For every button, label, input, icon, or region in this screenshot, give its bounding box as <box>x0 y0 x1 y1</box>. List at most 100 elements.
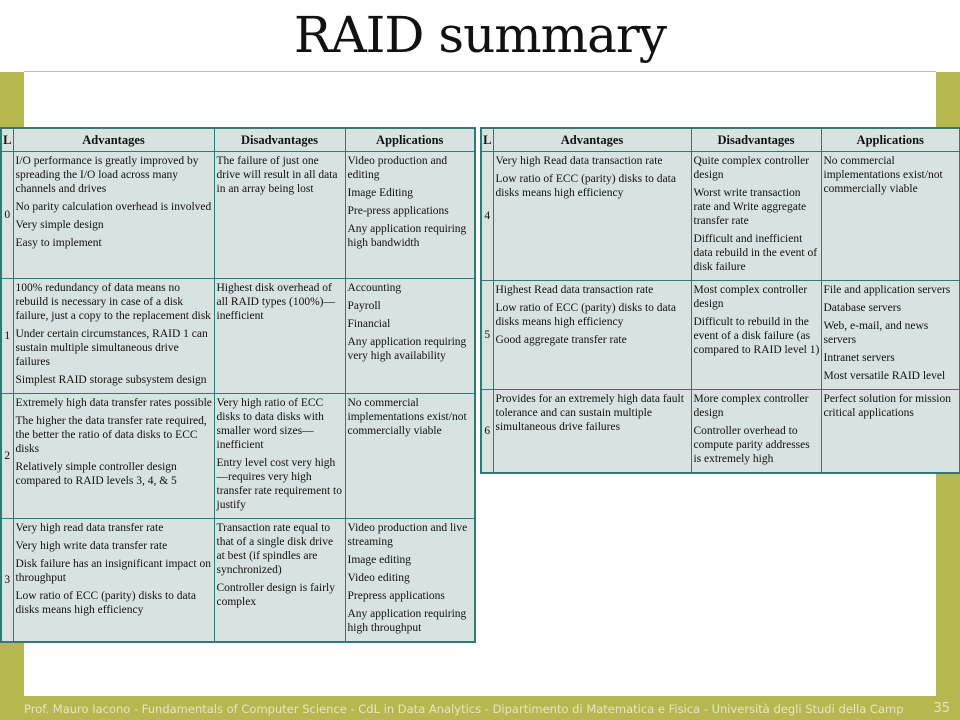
advantage-item: Under certain circumstances, RAID 1 can … <box>15 328 208 368</box>
disadvantage-item: More complex controller design <box>693 393 809 419</box>
disadvantage-item: Difficult and inefficient data rebuild i… <box>693 233 818 273</box>
advantage-item: Simplest RAID storage subsystem design <box>15 374 207 386</box>
disadvantage-item: Worst write transaction rate and Write a… <box>693 187 807 227</box>
level-cell: 2 <box>0 393 14 519</box>
applications-cell: Perfect solution for mission critical ap… <box>820 389 960 474</box>
advantage-item: Low ratio of ECC (parity) disks to data … <box>495 173 676 199</box>
advantages-cell: Extremely high data transfer rates possi… <box>12 393 215 519</box>
advantage-item: Disk failure has an insignificant impact… <box>15 558 211 584</box>
disadvantage-item: Very high ratio of ECC disks to data dis… <box>216 397 324 451</box>
advantages-cell: Provides for an extremely high data faul… <box>492 389 692 474</box>
advantage-item: Low ratio of ECC (parity) disks to data … <box>495 302 676 328</box>
disadvantages-cell: Very high ratio of ECC disks to data dis… <box>213 393 346 519</box>
header-disadvantages: Disadvantages <box>690 127 822 152</box>
application-item: Prepress applications <box>347 590 445 602</box>
disadvantages-cell: Transaction rate equal to that of a sing… <box>213 518 346 643</box>
advantage-item: The higher the data transfer rate requir… <box>15 415 207 455</box>
disadvantage-item: Transaction rate equal to that of a sing… <box>216 522 334 576</box>
disadvantage-item: Quite complex controller design <box>693 155 810 181</box>
level-cell: 4 <box>480 151 494 281</box>
header-disadvantages: Disadvantages <box>213 127 346 152</box>
advantages-cell: 100% redundancy of data means no rebuild… <box>12 278 215 394</box>
application-item: Financial <box>347 318 391 330</box>
advantage-item: Relatively simple controller design comp… <box>15 461 177 487</box>
disadvantage-item: Most complex controller design <box>693 284 808 310</box>
table-header-row: L Advantages Disadvantages Applications <box>480 127 960 152</box>
application-item: Image editing <box>347 554 412 566</box>
application-item: File and application servers <box>823 284 951 296</box>
advantage-item: Very high read data transfer rate <box>15 522 164 534</box>
disadvantages-cell: Highest disk overhead of all RAID types … <box>213 278 346 394</box>
application-item: Any application requiring very high avai… <box>347 336 467 362</box>
advantage-item: Very high write data transfer rate <box>15 540 168 552</box>
level-cell: 6 <box>480 389 494 474</box>
application-item: No commercial implementations exist/not … <box>347 397 467 437</box>
level-cell: 1 <box>0 278 14 394</box>
header-level: L <box>0 127 14 152</box>
raid-table-levels-0-3: L Advantages Disadvantages Applications … <box>0 127 476 643</box>
advantage-item: Low ratio of ECC (parity) disks to data … <box>15 590 196 616</box>
application-item: Intranet servers <box>823 352 895 364</box>
application-item: Video production and live streaming <box>347 522 468 548</box>
slide-title: RAID summary <box>293 6 667 64</box>
disadvantage-item: Controller overhead to compute parity ad… <box>693 425 810 465</box>
footer-band <box>0 696 960 720</box>
slide-footer: Prof. Mauro Iacono - Fundamentals of Com… <box>24 702 904 716</box>
advantage-item: Highest Read data transaction rate <box>495 284 654 296</box>
header-advantages: Advantages <box>12 127 215 152</box>
disadvantage-item: Entry level cost very high—requires very… <box>216 457 342 511</box>
application-item: Perfect solution for mission critical ap… <box>823 393 951 419</box>
application-item: Any application requiring high throughpu… <box>347 608 467 634</box>
application-item: Accounting <box>347 282 402 294</box>
application-item: Database servers <box>823 302 902 314</box>
advantage-item: Easy to implement <box>15 237 102 249</box>
applications-cell: No commercial implementations exist/not … <box>344 393 476 519</box>
table-header-row: L Advantages Disadvantages Applications <box>0 127 476 152</box>
header-advantages: Advantages <box>492 127 692 152</box>
application-item: Pre-press applications <box>347 205 449 217</box>
advantage-item: Very high Read data transaction rate <box>495 155 663 167</box>
header-level: L <box>480 127 494 152</box>
application-item: Video production and editing <box>347 155 448 181</box>
application-item: No commercial implementations exist/not … <box>823 155 943 195</box>
application-item: Any application requiring high bandwidth <box>347 223 467 249</box>
header-applications: Applications <box>344 127 476 152</box>
advantage-item: I/O performance is greatly improved by s… <box>15 155 199 195</box>
level-cell: 3 <box>0 518 14 643</box>
advantages-cell: I/O performance is greatly improved by s… <box>12 151 215 279</box>
header-applications: Applications <box>820 127 960 152</box>
disadvantages-cell: The failure of just one drive will resul… <box>213 151 346 279</box>
advantage-item: No parity calculation overhead is involv… <box>15 201 212 213</box>
advantage-item: Provides for an extremely high data faul… <box>495 393 684 433</box>
advantage-item: 100% redundancy of data means no rebuild… <box>15 282 211 322</box>
advantage-item: Extremely high data transfer rates possi… <box>15 397 212 409</box>
title-divider <box>24 71 936 72</box>
page-number: 35 <box>933 701 950 716</box>
disadvantage-item: Highest disk overhead of all RAID types … <box>216 282 336 322</box>
application-item: Payroll <box>347 300 381 312</box>
application-item: Most versatile RAID level <box>823 370 946 382</box>
application-item: Web, e-mail, and news servers <box>823 320 929 346</box>
raid-table-levels-4-6: L Advantages Disadvantages Applications … <box>480 127 960 474</box>
disadvantage-item: Difficult to rebuild in the event of a d… <box>693 316 820 356</box>
level-cell: 5 <box>480 280 494 390</box>
advantage-item: Very simple design <box>15 219 104 231</box>
disadvantage-item: Controller design is fairly complex <box>216 582 336 608</box>
level-cell: 0 <box>0 151 14 279</box>
application-item: Image Editing <box>347 187 413 199</box>
disadvantage-item: The failure of just one drive will resul… <box>216 155 338 195</box>
